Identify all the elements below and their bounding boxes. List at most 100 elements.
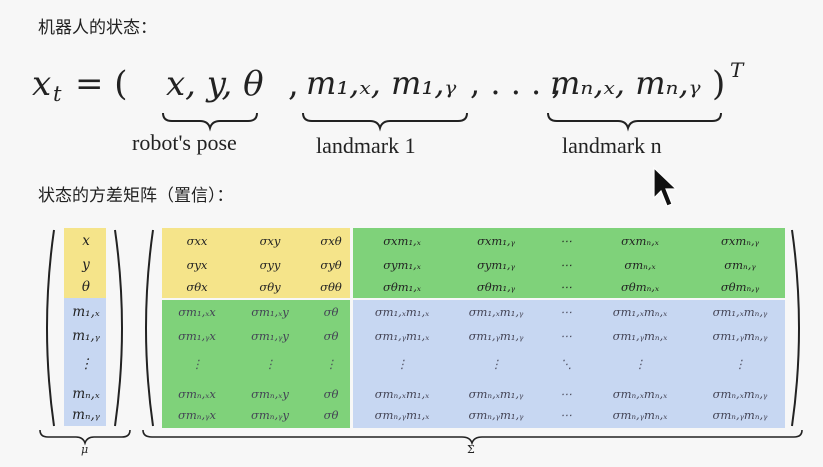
matrix-cell: ⋯ [560,387,572,401]
matrix-cell: σθx [186,280,208,294]
mu-entry: m₁,ₓ [72,304,100,320]
matrix-cell: σmₙ,ᵧmₙ,ₓ [612,408,668,422]
brace-sigma [142,429,803,446]
matrix-cell: σm₁,ᵧm₁,ᵧ [468,329,524,343]
mu-pose-block [64,228,106,298]
matrix-cell: σm₁,ᵧmₙ,ᵧ [712,329,768,343]
matrix-cell: σmₙ,ₓx [178,387,216,401]
matrix-cell: σθy [259,280,281,294]
eq-comma: , [288,64,299,104]
eq-landmarkn: mₙ,ₓ, mₙ,ᵧ [550,64,701,102]
brace-landmarkn [547,112,722,132]
mu-entry: y [82,257,90,273]
matrix-cell: ⋮ [325,357,337,371]
matrix-cell: σm₁,ₓmₙ,ᵧ [712,305,768,319]
mu-right-paren [114,229,123,427]
matrix-cell: σmₙ,ᵧy [251,408,289,422]
matrix-cell: σyy [259,258,281,272]
brace-pose [162,112,258,132]
sigma-landmark-landmark-block [353,300,785,428]
sigma-left-paren [145,229,154,427]
mu-entry: x [82,233,90,249]
matrix-cell: ⋯ [560,408,572,422]
matrix-cell: σm₁,ₓm₁,ₓ [374,305,430,319]
matrix-cell: σxmₙ,ᵧ [721,234,759,248]
matrix-cell: σmₙ,ᵧmₙ,ᵧ [712,408,768,422]
matrix-cell: σmₙ,ₓm₁,ᵧ [468,387,524,401]
matrix-cell: σθmₙ,ᵧ [720,280,760,294]
matrix-cell: ⋯ [560,234,572,248]
matrix-cell: σmₙ,ₓm₁,ₓ [374,387,430,401]
matrix-cell: σm₁,ₓmₙ,ₓ [612,305,668,319]
label-robot-pose: robot's pose [132,130,237,155]
sigma-pose-landmark-block [353,228,785,298]
eq-transpose-sup: T [730,58,744,82]
matrix-cell: σm₁,ᵧm₁,ₓ [374,329,430,343]
matrix-cell: σmₙ,ₓy [251,387,289,401]
matrix-cell: σxx [186,234,208,248]
label-sigma: Σ [467,443,475,456]
mu-entry: ⋮ [79,356,93,372]
matrix-cell: σym₁,ₓ [383,258,421,272]
matrix-cell: σθm₁,ᵧ [476,280,516,294]
sigma-landmark-pose-block [162,300,350,428]
sigma-right-paren [791,229,800,427]
mu-left-paren [46,229,55,427]
matrix-cell: ⋮ [191,357,203,371]
matrix-cell: σm₁,ᵧy [251,329,289,343]
matrix-cell: ⋮ [490,357,502,371]
matrix-cell: σyx [186,258,208,272]
matrix-cell: σθ [323,408,339,422]
matrix-cell: ⋯ [560,305,572,319]
matrix-cell: σmₙ,ₓmₙ,ₓ [612,387,668,401]
matrix-cell: σθm₁,ₓ [382,280,422,294]
matrix-cell: ⋯ [560,258,572,272]
matrix-cell: σxm₁,ₓ [383,234,421,248]
label-landmark-n: landmark n [562,133,662,158]
eq-lhs-sub: t [53,82,62,106]
matrix-cell: σmₙ,ₓ [624,258,656,272]
matrix-cell: ⋮ [396,357,408,371]
matrix-cell: σxm₁,ᵧ [477,234,515,248]
matrix-cell: ⋮ [264,357,276,371]
covariance-heading: 状态的方差矩阵（置信）： [38,186,234,206]
matrix-cell: ⋯ [560,329,572,343]
matrix-cell: σm₁,ₓm₁,ᵧ [468,305,524,319]
mu-entry: m₁,ᵧ [72,328,100,344]
mu-landmarks-block [64,298,106,426]
matrix-cell: σmₙ,ᵧ [724,258,756,272]
sigma-pose-pose-block [162,228,350,298]
eq-pose: x, y, θ [166,64,264,104]
brace-mu [39,429,131,446]
matrix-cell: σmₙ,ᵧx [178,408,216,422]
eq-dots: , . . . , [470,64,562,102]
matrix-cell: σmₙ,ₓmₙ,ᵧ [712,387,768,401]
matrix-cell: σm₁,ₓx [178,305,216,319]
eq-lhs: x [32,64,52,104]
eq-equals-paren: = ( [75,64,128,104]
matrix-cell: σθ [323,387,339,401]
matrix-cell: σθmₙ,ₓ [620,280,660,294]
mu-entry: mₙ,ₓ [72,386,100,402]
matrix-cell: σmₙ,ᵧm₁,ₓ [374,408,430,422]
matrix-cell: ⋮ [734,357,746,371]
matrix-cell: σxmₙ,ₓ [621,234,659,248]
matrix-cell: ⋮ [634,357,646,371]
matrix-cell: σym₁,ᵧ [477,258,515,272]
matrix-cell: σxy [259,234,281,248]
matrix-cell: ⋯ [560,280,572,294]
mu-entry: mₙ,ᵧ [72,407,100,423]
matrix-cell: σm₁,ᵧmₙ,ₓ [612,329,668,343]
mu-entry: θ [81,279,91,295]
matrix-cell: σθ [323,329,339,343]
matrix-cell: σm₁,ₓy [251,305,289,319]
matrix-cell: σθ [323,305,339,319]
matrix-cell: ⋱ [560,357,572,371]
matrix-cell: σm₁,ᵧx [178,329,216,343]
state-equation: x t = ( x, y, θ , m₁,ₓ, m₁,ᵧ , . . . , m… [32,58,792,110]
label-landmark-1: landmark 1 [316,133,416,158]
brace-landmark1 [302,112,468,132]
